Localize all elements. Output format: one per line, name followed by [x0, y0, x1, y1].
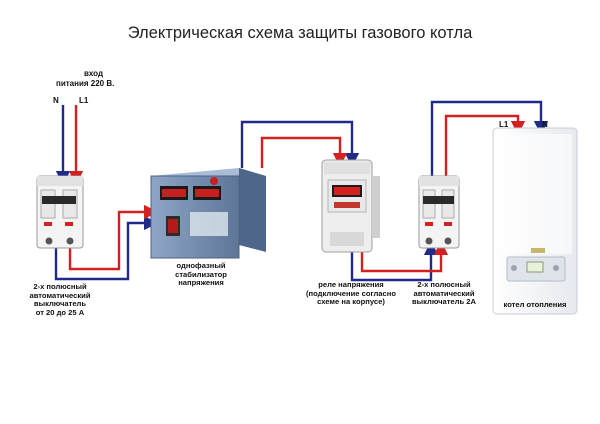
breaker1-caption-line: от 20 до 25 А — [35, 307, 85, 317]
relay-caption: реле напряжения (подключение согласно сх… — [296, 280, 406, 307]
breaker1-caption: 2-х полюсный автоматический выключатель … — [12, 282, 108, 317]
stabilizer-caption-line: однофазный — [176, 261, 226, 270]
voltage-stabilizer — [150, 168, 266, 259]
stabilizer-caption-line: напряжения — [178, 278, 224, 288]
breaker1-caption-line: 2-х полюсный — [33, 282, 87, 291]
stabilizer-caption: однофазный стабилизатор напряжения — [156, 261, 246, 288]
breaker1-caption-line: выключатель — [33, 299, 87, 309]
relay-caption-line: схеме на корпусе) — [317, 297, 385, 307]
terminal-n-right: N — [542, 120, 548, 129]
breaker-1 — [36, 175, 84, 249]
breaker2-caption-line: выключатель 2А — [412, 297, 476, 307]
stabilizer-caption-line: стабилизатор — [175, 269, 227, 279]
terminal-l1-left: L1 — [79, 96, 89, 105]
voltage-relay — [321, 159, 380, 253]
input-label-line2: питания 220 В. — [56, 79, 115, 88]
boiler-caption: котел отопления — [503, 300, 567, 309]
input-label-line1: вход — [84, 69, 104, 78]
terminal-l1-right: L1 — [499, 120, 509, 129]
phase-wire-relay-breaker2 — [360, 240, 449, 273]
terminal-n-left: N — [53, 96, 59, 105]
phase-wire-breaker2-boiler — [444, 114, 526, 178]
breaker-2 — [418, 175, 460, 249]
phase-wire-breaker1-stabilizer — [68, 204, 159, 271]
neutral-wire-stabilizer-relay — [240, 120, 360, 168]
phase-wire-stabilizer-relay — [260, 136, 348, 168]
breaker2-caption: 2-х полюсный автоматический выключатель … — [400, 280, 488, 307]
relay-caption-line: реле напряжения — [318, 280, 384, 289]
breaker1-caption-line: автоматический — [29, 290, 91, 300]
page-title: Электрическая схема защиты газового котл… — [127, 24, 473, 42]
neutral-wire-relay-breaker2 — [350, 240, 439, 282]
neutral-wire-breaker2-boiler — [430, 100, 549, 178]
relay-caption-line: (подключение согласно — [306, 288, 396, 298]
gas-boiler — [492, 127, 578, 315]
breaker2-caption-line: автоматический — [413, 288, 475, 298]
neutral-wire-breaker1-stabilizer — [54, 215, 159, 281]
breaker2-caption-line: 2-х полюсный — [417, 280, 471, 289]
